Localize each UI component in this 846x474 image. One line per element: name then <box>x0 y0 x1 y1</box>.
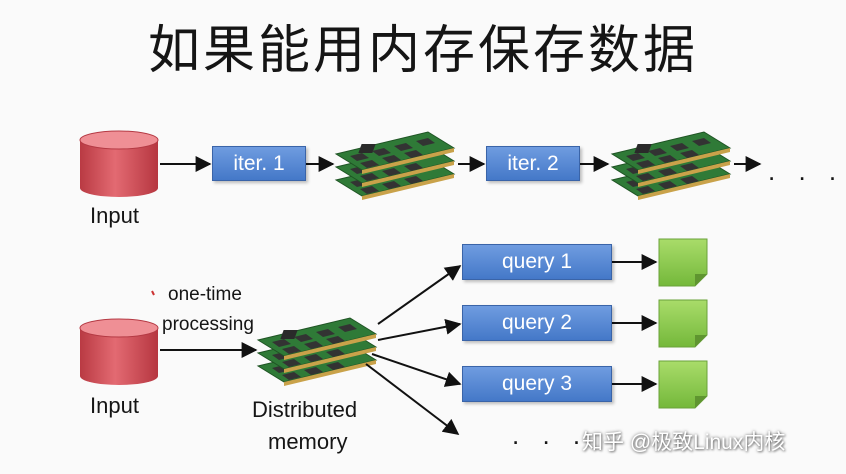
top-input-database-icon <box>79 130 159 197</box>
slide-title: 如果能用内存保存数据 <box>147 21 698 81</box>
arrow-to-query-2 <box>377 318 462 341</box>
query-3-box: query 3 <box>462 366 612 402</box>
result-3-icon <box>658 360 708 409</box>
top-input-label: Input <box>90 203 139 228</box>
memory-label: memory <box>268 429 348 454</box>
iter-2-box: iter. 2 <box>486 146 580 181</box>
iter-1-box: iter. 1 <box>212 146 306 181</box>
top-memory-stack-1-icon <box>335 131 455 201</box>
bottom-input-database-icon <box>79 318 159 385</box>
top-ellipsis: . . . <box>768 156 845 186</box>
distributed-label: Distributed <box>252 397 358 422</box>
distributed-memory-stack-icon <box>257 317 377 387</box>
query-2-box: query 2 <box>462 305 612 341</box>
watermark: 知乎 @极致Linux内核 <box>582 431 786 454</box>
red-mark <box>151 290 155 296</box>
bottom-input-label: Input <box>90 393 139 418</box>
result-2-icon <box>658 299 708 348</box>
arrow-to-query-1 <box>377 265 462 325</box>
arrow-to-more-queries <box>365 363 460 435</box>
bottom-ellipsis: . . . <box>512 420 589 450</box>
one-time-label: one-time <box>168 284 242 305</box>
result-1-icon <box>658 238 708 287</box>
top-memory-stack-2-icon <box>611 131 731 201</box>
processing-label: processing <box>162 314 254 335</box>
arrow-to-query-3 <box>371 353 462 387</box>
query-1-box: query 1 <box>462 244 612 280</box>
